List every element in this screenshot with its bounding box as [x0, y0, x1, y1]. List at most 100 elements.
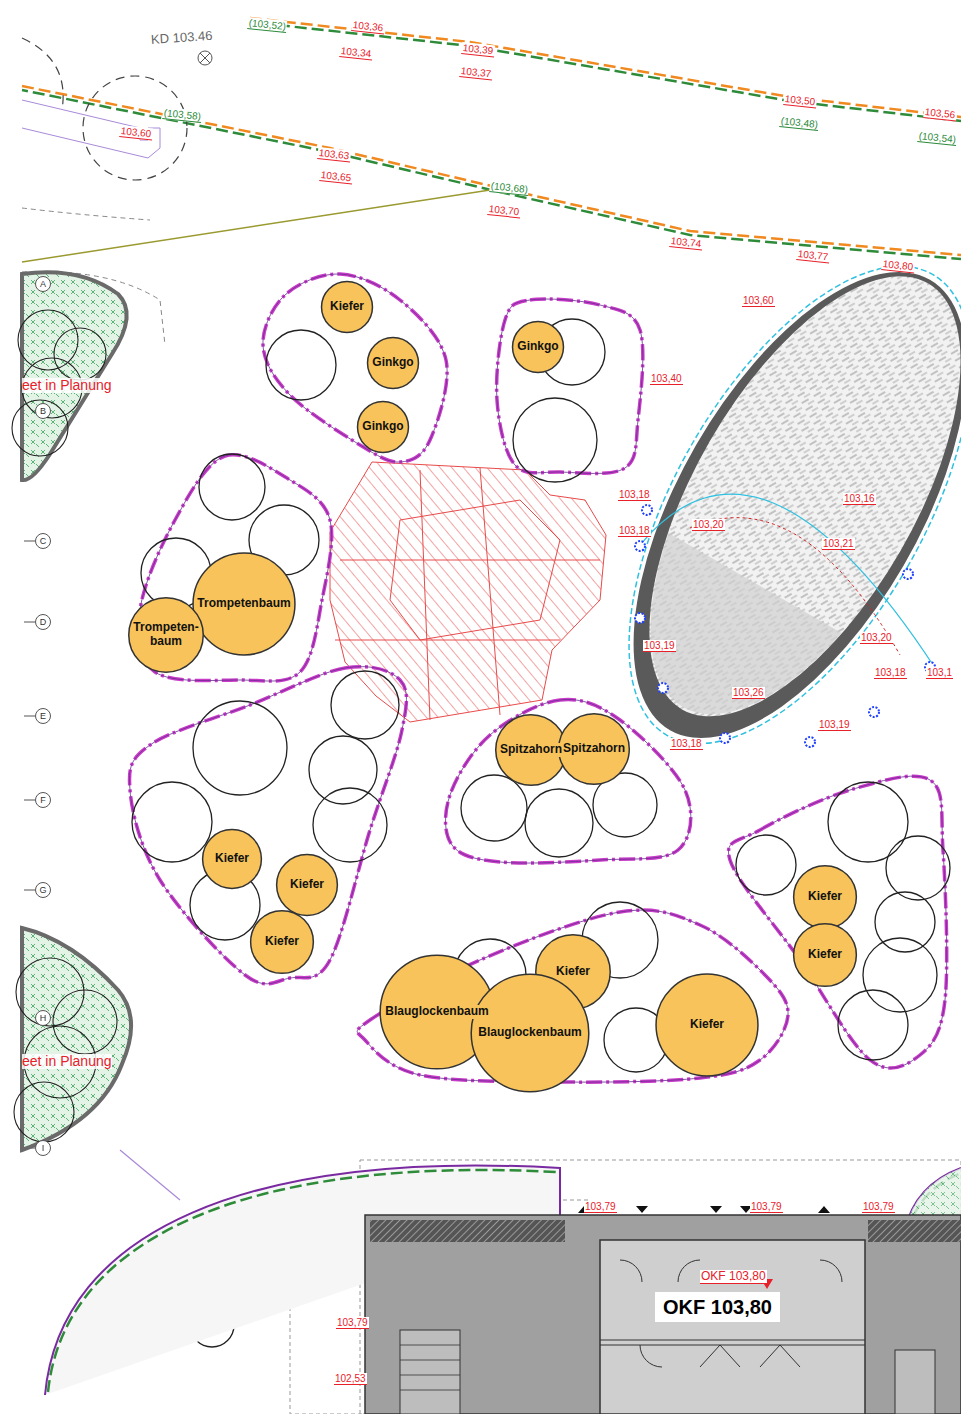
tree-symbol: Kiefer: [793, 865, 857, 929]
elevation-label: (103,48): [779, 115, 819, 131]
shrub-circle: [14, 1082, 74, 1142]
grid-axis-letter: H: [36, 1011, 50, 1025]
bed-inner-line: [728, 776, 946, 1068]
building-part: [895, 1350, 935, 1414]
tree-symbol: Ginkgo: [512, 321, 564, 373]
label-anchor: 103,26: [732, 682, 765, 700]
building-part: [620, 1260, 842, 1367]
bed-shape: [0, 922, 140, 1154]
elevation-label: 103,18: [618, 489, 651, 501]
manhole-label: KD 103.46: [150, 29, 214, 48]
anchor-symbol: [720, 733, 730, 743]
elevation-label: 103,39: [461, 42, 495, 57]
tree-name: Kiefer: [555, 965, 591, 979]
elevation-label: 103,34: [339, 45, 373, 60]
grid-axis-letter: E: [36, 709, 50, 723]
tree-symbol: Kiefer: [250, 910, 314, 974]
elevation-label: 103,18: [670, 738, 703, 750]
tree-symbol: Spitzahorn: [558, 713, 630, 785]
bed-inner-line: [497, 299, 643, 473]
elevation-label: 103,16: [843, 493, 876, 505]
pond-part: [566, 220, 961, 790]
tree-circle: [193, 701, 287, 795]
tree-name: Ginkgo: [516, 340, 559, 354]
grid-axis-marker: A: [35, 276, 51, 292]
elevation-label: 103,77: [796, 248, 830, 263]
building-part: [365, 1215, 961, 1414]
existing-features-part: [22, 208, 150, 220]
grid-axis-letter: D: [36, 615, 50, 629]
elevation-label: 103,79: [750, 1201, 783, 1213]
label-anchor: 103,39: [461, 37, 495, 58]
grid-axis-tick: [24, 541, 35, 542]
existing-features-part: [200, 53, 210, 63]
bed-note: eet in Planung: [22, 1054, 112, 1069]
label-anchor: 103,70: [487, 198, 521, 219]
existing-features-part: [22, 38, 63, 110]
grid-axis-marker: C: [35, 533, 51, 549]
tree-symbol: Kiefer: [202, 829, 262, 889]
label-anchor: 103,37: [459, 60, 493, 81]
grid-axis-letter: B: [36, 404, 50, 418]
tree-circle: [313, 788, 387, 862]
pond-edge-markers-part: [640, 494, 935, 668]
label-anchor: 103,36: [351, 14, 385, 35]
elevation-label: 103,79: [862, 1201, 895, 1213]
grid-axis-marker: F: [35, 792, 51, 808]
tree-name: Spitzahorn: [499, 743, 563, 757]
elevation-label: 103,40: [650, 373, 683, 385]
tree-name: Kiefer: [329, 300, 365, 314]
grid-axis-letter: F: [36, 793, 50, 807]
elevation-label: 103,1: [926, 667, 953, 679]
elevation-label: 102,53: [334, 1373, 367, 1385]
elevation-label: (103,52): [247, 17, 287, 33]
tree-symbol: Trompetenbaum: [192, 552, 296, 656]
building-part: [600, 1240, 865, 1414]
elevation-label: OKF 103,80: [700, 1270, 767, 1284]
bed-fill: [22, 272, 127, 480]
elevation-label: 103,63: [317, 147, 351, 162]
pond: [560, 213, 961, 798]
building-part: [868, 1220, 961, 1242]
label-anchor: OKF 103,80: [700, 1266, 767, 1284]
grid-axis-tick: [24, 622, 35, 623]
label-anchor: 103,50: [783, 88, 817, 109]
tree-symbol: Ginkgo: [367, 337, 419, 389]
anchor-symbol: [805, 737, 815, 747]
bed-inner-line: [263, 274, 447, 462]
bed-outline: [497, 299, 643, 473]
building-part: [600, 1340, 865, 1345]
elevation-label: (103,68): [489, 180, 529, 196]
grid-axis-tick: [24, 890, 35, 891]
tree-name: Kiefer: [689, 1018, 725, 1032]
elevation-label: 103,37: [459, 65, 493, 80]
elevation-label: 103,65: [319, 169, 353, 184]
paved-area: [330, 462, 606, 722]
tree-crown-circle: [656, 974, 758, 1076]
tree-name: Spitzahorn: [562, 742, 626, 756]
elevation-label: 103,20: [692, 519, 725, 531]
shrub-circle: [12, 400, 68, 456]
elevation-label: 103,18: [874, 667, 907, 679]
label-anchor: 103,19: [643, 635, 676, 653]
planned-bed: eet in Planung: [0, 922, 140, 1154]
tree-circle: [736, 835, 796, 895]
bed-note: eet in Planung: [22, 378, 112, 393]
elevation-label: 103,18: [618, 525, 651, 537]
label-anchor: 102,53: [334, 1368, 367, 1386]
grid-axis-letter: A: [36, 277, 50, 291]
elevation-label: 103,19: [643, 640, 676, 652]
bed-inner-line: [129, 667, 406, 984]
tree-crown-circle: [358, 402, 409, 453]
tree-crown-circle: [322, 282, 373, 333]
tree-symbol: Spitzahorn: [495, 714, 567, 786]
building-part: [400, 1345, 460, 1390]
elevation-label: (103,58): [162, 107, 202, 123]
bed-inner-line: [445, 700, 690, 864]
anchor-symbol: [869, 707, 879, 717]
planned-bed: eet in Planung: [0, 268, 135, 483]
anchor-symbol: [635, 613, 645, 623]
bed-shape: [0, 268, 135, 483]
floor-level-box: OKF 103,80: [655, 1292, 780, 1322]
contour-lines-part: [250, 22, 961, 121]
